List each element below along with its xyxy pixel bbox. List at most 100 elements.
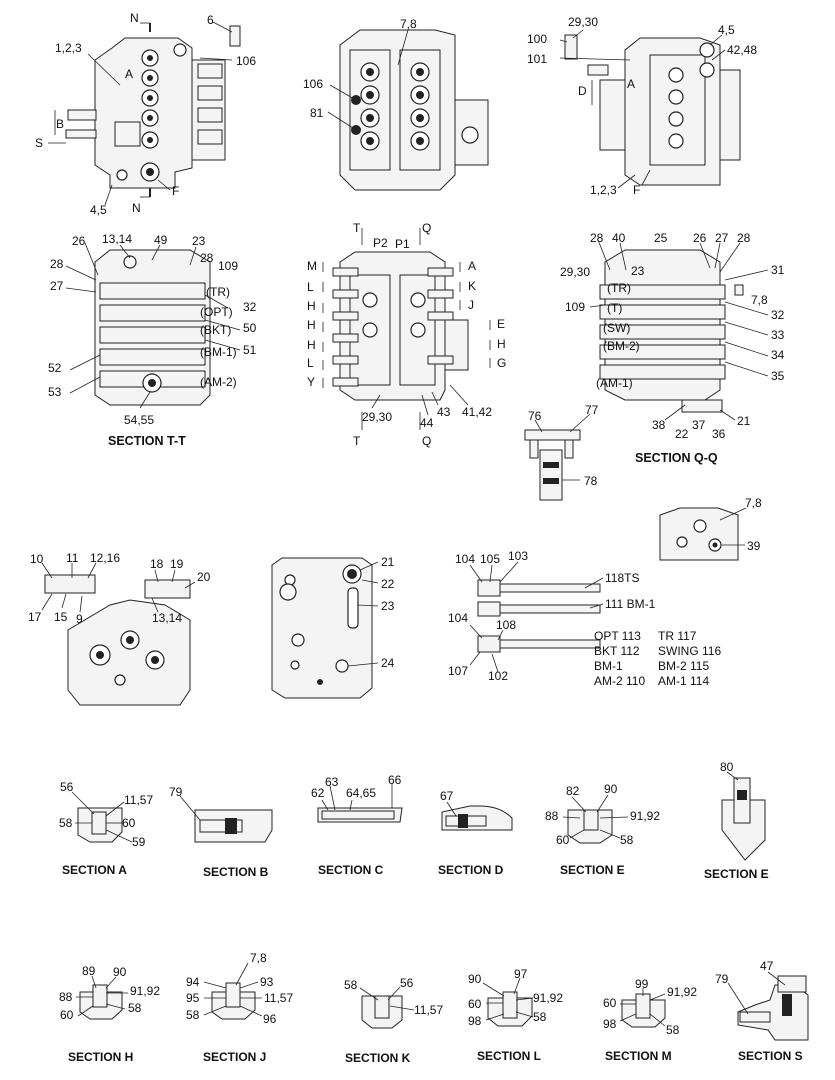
label: 23 bbox=[192, 234, 206, 248]
label: 29,30 bbox=[560, 265, 590, 279]
section-caption: SECTION D bbox=[438, 863, 504, 877]
label: 60 bbox=[468, 997, 482, 1011]
label: J bbox=[468, 298, 474, 312]
label: A bbox=[125, 67, 133, 81]
label: 18 bbox=[150, 557, 164, 571]
label: 4,5 bbox=[718, 23, 735, 37]
label: 94 bbox=[186, 975, 200, 989]
label: 23 bbox=[381, 599, 395, 613]
label: 79 bbox=[715, 972, 729, 986]
section-c: 63 66 62 64,65 SECTION C bbox=[311, 773, 403, 877]
label: 58 bbox=[344, 978, 358, 992]
label: 82 bbox=[566, 784, 580, 798]
section-caption: SECTION Q-Q bbox=[635, 451, 718, 465]
label: (SW) bbox=[603, 321, 630, 335]
label: S bbox=[35, 136, 43, 150]
label: Q bbox=[422, 221, 431, 235]
label: 80 bbox=[720, 760, 734, 774]
section-caption: SECTION J bbox=[203, 1050, 266, 1064]
spool-legend: TR 117 bbox=[658, 629, 697, 643]
label: Q bbox=[422, 434, 431, 448]
label: 47 bbox=[760, 959, 774, 973]
label: (TR) bbox=[206, 285, 230, 299]
label: 21 bbox=[381, 555, 395, 569]
label: T bbox=[353, 221, 361, 235]
label: N bbox=[130, 11, 139, 25]
spool-legend: BKT 112 bbox=[594, 644, 640, 658]
view-top-left: N 6 1,2,3 106 A B S 4,5 N F bbox=[35, 11, 256, 217]
label: B bbox=[56, 117, 64, 131]
section-caption: SECTION M bbox=[605, 1049, 672, 1063]
label: 54,55 bbox=[124, 413, 154, 427]
view-bottom-left-assembly: 10 11 12,16 18 19 20 17 15 9 13,14 bbox=[28, 551, 211, 706]
label: 107 bbox=[448, 664, 468, 678]
label: 100 bbox=[527, 32, 547, 46]
section-q-q: 28 40 25 26 27 28 29,30 23 31 (TR) 7,8 1… bbox=[560, 231, 785, 465]
label: 98 bbox=[468, 1014, 482, 1028]
label: (T) bbox=[607, 301, 622, 315]
label: P1 bbox=[395, 237, 410, 251]
label: 11,57 bbox=[124, 793, 153, 807]
view-spools: 104 105 103 118TS 111 BM-1 104 108 107 1… bbox=[448, 549, 721, 688]
label: 102 bbox=[488, 669, 508, 683]
label: 28 bbox=[737, 231, 751, 245]
label: 108 bbox=[496, 618, 516, 632]
label: 106 bbox=[236, 54, 256, 68]
label: 6 bbox=[207, 13, 214, 27]
label: (OPT) bbox=[200, 305, 233, 319]
label: 17 bbox=[28, 610, 42, 624]
label: 27 bbox=[50, 279, 64, 293]
label: 35 bbox=[771, 369, 785, 383]
label: 91,92 bbox=[630, 809, 660, 823]
label: 27 bbox=[715, 231, 729, 245]
label: 24 bbox=[381, 656, 395, 670]
section-s: 79 47 SECTION S bbox=[715, 959, 809, 1063]
label: 106 bbox=[303, 77, 323, 91]
label: 88 bbox=[59, 990, 73, 1004]
label: 56 bbox=[400, 976, 414, 990]
label: 15 bbox=[54, 610, 68, 624]
section-t-t: 26 13,14 49 23 28 28 109 27 (TR) 32 (OPT… bbox=[48, 232, 257, 448]
spool-legend: BM-2 115 bbox=[658, 659, 709, 673]
label: 41,42 bbox=[462, 405, 492, 419]
spool-legend: AM-2 110 bbox=[594, 674, 645, 688]
label: 111 BM-1 bbox=[605, 597, 656, 611]
label: 59 bbox=[132, 835, 146, 849]
label: 60 bbox=[122, 816, 136, 830]
label: 96 bbox=[263, 1012, 277, 1026]
label: 42,48 bbox=[727, 43, 757, 57]
label: H bbox=[307, 299, 316, 313]
section-caption: SECTION E bbox=[704, 867, 769, 881]
label: 60 bbox=[603, 996, 617, 1010]
label: 22 bbox=[675, 427, 689, 441]
label: 12,16 bbox=[90, 551, 120, 565]
label: 90 bbox=[604, 782, 618, 796]
label: 31 bbox=[771, 263, 785, 277]
section-caption: SECTION H bbox=[68, 1050, 133, 1064]
label: 60 bbox=[60, 1008, 74, 1022]
label: 7,8 bbox=[751, 293, 768, 307]
section-caption: SECTION B bbox=[203, 865, 269, 879]
section-caption: SECTION S bbox=[738, 1049, 803, 1063]
label: 7,8 bbox=[745, 496, 762, 510]
label: L bbox=[307, 356, 314, 370]
label: 58 bbox=[59, 816, 73, 830]
section-e-1: 82 90 88 91,92 60 58 SECTION E bbox=[545, 782, 660, 877]
section-caption: SECTION K bbox=[345, 1051, 411, 1065]
label: 34 bbox=[771, 348, 785, 362]
section-b: 79 SECTION B bbox=[169, 785, 273, 879]
label: 60 bbox=[556, 833, 570, 847]
label: L bbox=[307, 280, 314, 294]
label: 11,57 bbox=[414, 1003, 443, 1017]
label: 101 bbox=[527, 52, 547, 66]
section-k: 58 56 11,57 SECTION K bbox=[344, 976, 443, 1065]
label: 53 bbox=[48, 385, 62, 399]
label: 77 bbox=[585, 403, 599, 417]
label: 26 bbox=[72, 234, 86, 248]
label: F bbox=[172, 184, 179, 198]
label: 91,92 bbox=[667, 985, 697, 999]
label: P2 bbox=[373, 236, 388, 250]
label: 56 bbox=[60, 780, 74, 794]
section-l: 90 97 60 91,92 98 58 SECTION L bbox=[468, 967, 563, 1063]
